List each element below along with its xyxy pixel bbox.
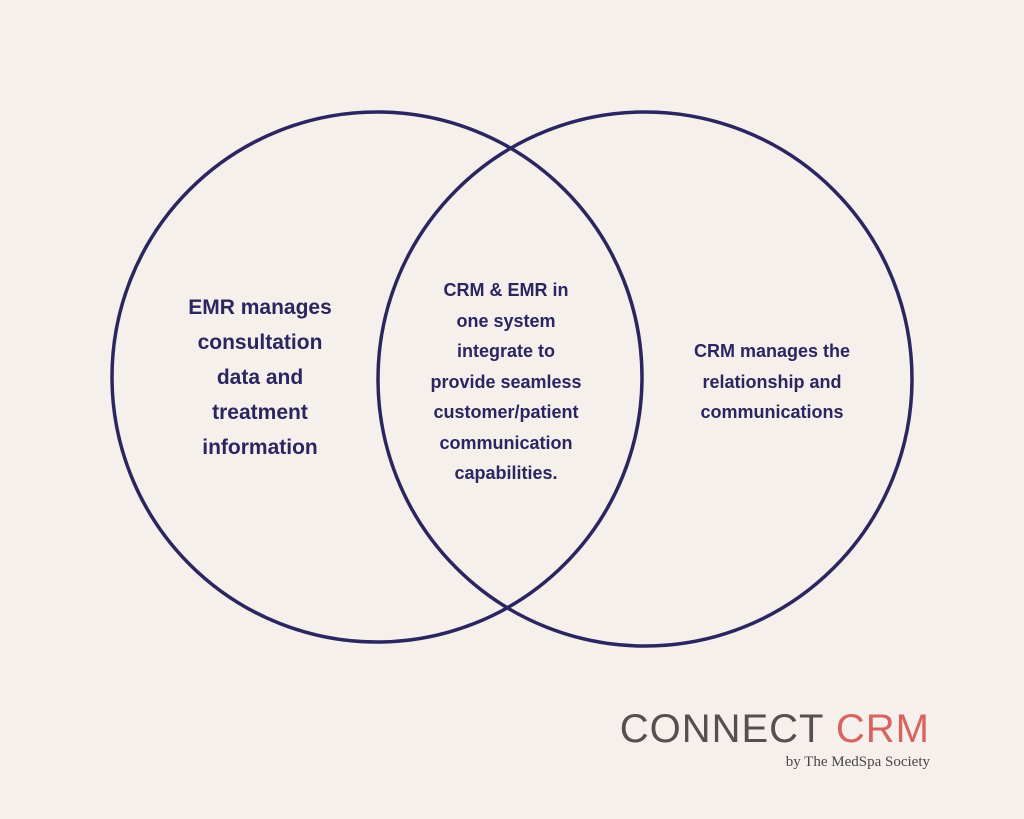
- logo-word-crm: CRM: [835, 707, 930, 751]
- crm-circle: [376, 110, 914, 648]
- overlap-text-line: one system: [456, 310, 556, 331]
- overlap-text-line: CRM & EMR in: [443, 280, 569, 300]
- overlap-text-line: provide seamless: [430, 371, 582, 392]
- connect-crm-logo: CONNECT CRM by The MedSpa Society: [600, 705, 930, 771]
- emr-region-text: EMR manages consultation data and treatm…: [160, 290, 360, 465]
- logo-word-connect: CONNECT: [619, 707, 824, 751]
- crm-text-line: CRM manages the: [693, 341, 851, 361]
- logo-wordmark: CONNECT CRM: [600, 705, 930, 753]
- emr-circle: [110, 110, 644, 644]
- logo-tagline: by The MedSpa Society: [785, 754, 930, 770]
- crm-text-line: relationship and: [702, 371, 842, 392]
- overlap-text-line: integrate to: [456, 341, 555, 361]
- emr-text-line: data and: [216, 366, 304, 389]
- emr-text-line: EMR manages: [188, 296, 332, 319]
- overlap-text-line: communication: [439, 432, 573, 453]
- crm-text-line: communications: [700, 402, 844, 422]
- emr-text-line: information: [202, 436, 318, 459]
- emr-text-line: consultation: [197, 331, 323, 354]
- overlap-text-line: customer/patient: [433, 402, 579, 422]
- overlap-region-text: CRM & EMR in one system integrate to pro…: [410, 275, 602, 489]
- emr-text-line: treatment: [212, 401, 308, 424]
- overlap-text-line: capabilities.: [454, 463, 558, 483]
- crm-region-text: CRM manages the relationship and communi…: [664, 336, 880, 428]
